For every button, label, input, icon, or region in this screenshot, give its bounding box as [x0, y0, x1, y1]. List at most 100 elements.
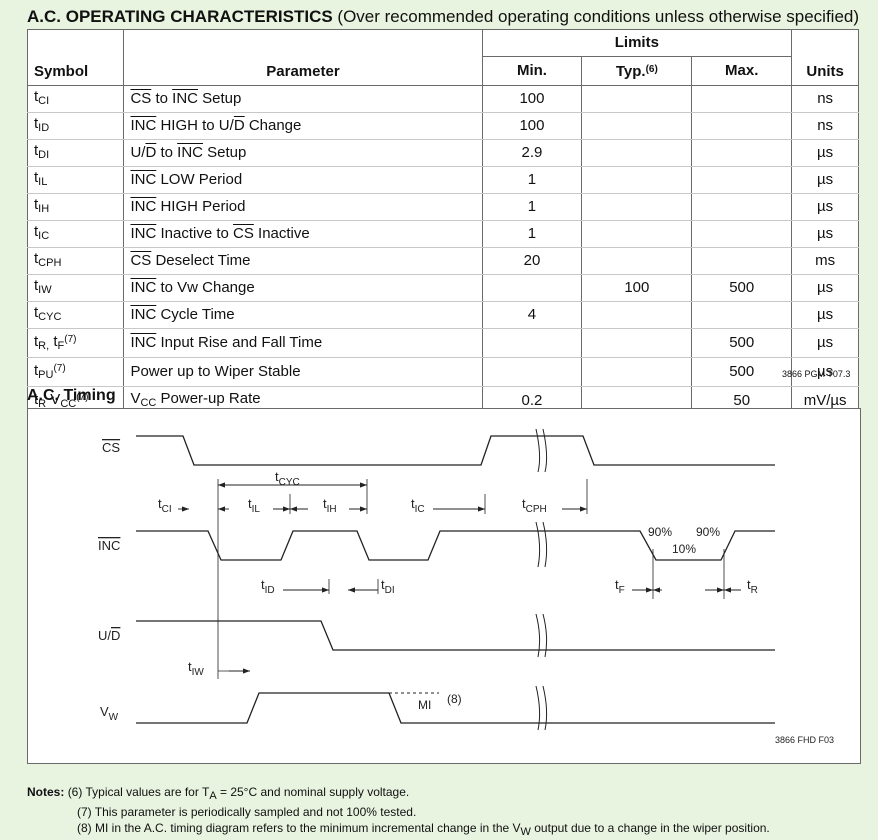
unit-cell: ns — [791, 85, 859, 113]
col-typ: Typ.(6) — [581, 56, 693, 86]
table-ref: 3866 PGM T07.3 — [782, 369, 851, 379]
min-cell: 20 — [481, 247, 583, 275]
typ-cell — [581, 301, 693, 329]
typ-cell — [581, 85, 693, 113]
min-cell: 100 — [481, 85, 583, 113]
unit-cell: µs — [791, 220, 859, 248]
min-cell — [481, 357, 583, 387]
tih-label: tIH — [323, 496, 337, 515]
symbol-cell: tDI — [26, 139, 125, 167]
parameter-cell: INC Input Rise and Fall Time — [123, 328, 483, 358]
min-cell — [481, 328, 583, 358]
max-cell — [691, 247, 793, 275]
min-cell: 4 — [481, 301, 583, 329]
unit-cell: ns — [791, 112, 859, 140]
symbol-cell: tIW — [26, 274, 125, 302]
max-cell — [691, 112, 793, 140]
tcph-label: tCPH — [522, 496, 547, 515]
til-label: tIL — [248, 496, 260, 515]
tr-label: tR — [747, 577, 758, 596]
parameter-cell: INC HIGH Period — [123, 193, 483, 221]
inc-waveform — [136, 530, 775, 561]
typ-cell — [581, 112, 693, 140]
unit-cell: µs — [791, 193, 859, 221]
max-cell — [691, 85, 793, 113]
cs-waveform — [136, 435, 775, 466]
unit-cell: µs — [791, 139, 859, 167]
symbol-cell: tIH — [26, 193, 125, 221]
min-cell: 1 — [481, 166, 583, 194]
mi-label: MI — [418, 698, 431, 712]
tiw-label: tIW — [188, 659, 204, 678]
signal-ud-label: U/D — [98, 628, 120, 643]
timing-diagram: CS INC U/D VW tCYC tCI tIL tIH tIC tCPH … — [27, 408, 861, 764]
parameter-cell: Power up to Wiper Stable — [123, 357, 483, 387]
min-cell: 1 — [481, 220, 583, 248]
note-6: (6) Typical values are for TA = 25°C and… — [67, 785, 410, 802]
max-cell — [691, 220, 793, 248]
tic-label: tIC — [411, 496, 425, 515]
parameter-cell: INC to Vw Change — [123, 274, 483, 302]
symbol-cell: tR, tF(7) — [26, 328, 125, 358]
ac-characteristics-table: Symbol Parameter Limits Units Min. Typ.(… — [26, 29, 859, 416]
col-parameter: Parameter — [123, 29, 483, 86]
notes: Notes: (6) Typical values are for TA = 2… — [27, 784, 770, 840]
tcyc-label: tCYC — [275, 469, 300, 488]
max-cell — [691, 166, 793, 194]
tf-label: tF — [615, 577, 625, 596]
pct-90-right: 90% — [696, 525, 720, 539]
signal-inc-label: INC — [98, 538, 120, 553]
typ-cell — [581, 328, 693, 358]
min-cell: 100 — [481, 112, 583, 140]
symbol-cell: tID — [26, 112, 125, 140]
parameter-cell: INC HIGH to U/D Change — [123, 112, 483, 140]
timing-ref: 3866 FHD F03 — [775, 735, 834, 745]
unit-cell: µs — [791, 166, 859, 194]
unit-cell: µs — [791, 357, 859, 387]
col-max: Max. — [691, 56, 793, 86]
max-cell: 500 — [691, 274, 793, 302]
note-7: (7) This parameter is periodically sampl… — [77, 805, 417, 819]
symbol-cell: tCYC — [26, 301, 125, 329]
col-limits: Limits — [481, 29, 793, 57]
signal-cs-label: CS — [102, 440, 120, 455]
timing-svg: CS INC U/D VW tCYC tCI tIL tIH tIC tCPH … — [98, 428, 834, 745]
typ-cell — [581, 166, 693, 194]
min-cell: 1 — [481, 193, 583, 221]
max-cell — [691, 301, 793, 329]
min-cell — [481, 274, 583, 302]
parameter-cell: INC LOW Period — [123, 166, 483, 194]
signal-vw-label: VW — [100, 704, 119, 723]
col-min: Min. — [481, 56, 583, 86]
typ-cell — [581, 220, 693, 248]
timing-title: A.C. Timing — [27, 387, 116, 404]
typ-cell: 100 — [581, 274, 693, 302]
col-units: Units — [791, 29, 859, 86]
typ-cell — [581, 357, 693, 387]
unit-cell: µs — [791, 274, 859, 302]
parameter-cell: INC Inactive to CS Inactive — [123, 220, 483, 248]
symbol-cell: tIC — [26, 220, 125, 248]
typ-cell — [581, 247, 693, 275]
tci-label: tCI — [158, 496, 172, 515]
parameter-cell: CS to INC Setup — [123, 85, 483, 113]
typ-cell — [581, 139, 693, 167]
max-cell: 500 — [691, 357, 793, 387]
unit-cell: µs — [791, 301, 859, 329]
symbol-cell: tCPH — [26, 247, 125, 275]
table-row: tR, tF(7)INC Input Rise and Fall Time 500… — [26, 328, 859, 358]
unit-cell: µs — [791, 328, 859, 358]
note-8: (8) MI in the A.C. timing diagram refers… — [77, 821, 770, 838]
ud-waveform — [136, 620, 775, 651]
unit-cell: ms — [791, 247, 859, 275]
max-cell: 500 — [691, 328, 793, 358]
parameter-cell: CS Deselect Time — [123, 247, 483, 275]
parameter-cell: INC Cycle Time — [123, 301, 483, 329]
symbol-cell: tPU(7) — [26, 357, 125, 387]
